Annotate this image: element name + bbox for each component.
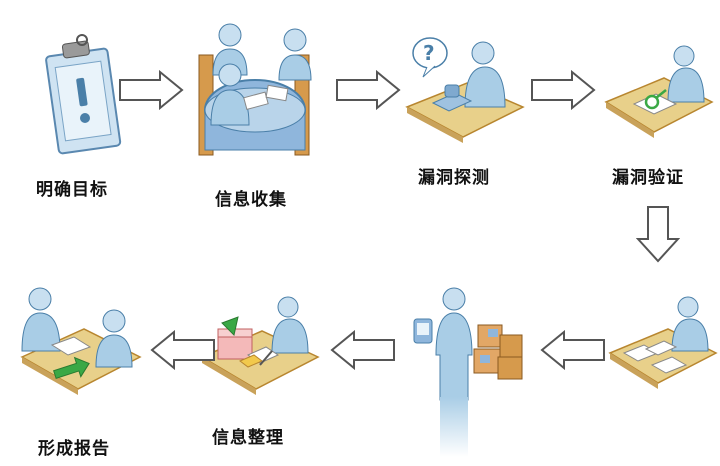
arrow-right-1: [118, 69, 184, 111]
arrow-left-3: [150, 329, 216, 371]
step-verify: [604, 42, 714, 142]
step-label-collect: 信息收集: [215, 190, 287, 210]
svg-text:?: ?: [423, 41, 435, 65]
person-boxes-icon: [413, 287, 523, 457]
arrow-right-3: [530, 69, 596, 111]
handover-document-icon: [20, 287, 142, 395]
arrow-right-2: [335, 69, 401, 111]
step-organize: [200, 295, 320, 395]
step-collect: [195, 15, 325, 165]
step-exploit: [408, 285, 528, 460]
arrow-left-1: [540, 329, 606, 371]
phone-question-icon: ?: [405, 37, 525, 143]
desk-documents-icon: [608, 296, 718, 389]
arrow-left-2: [330, 329, 396, 371]
step-label-organize: 信息整理: [212, 428, 284, 448]
step-label-report: 形成报告: [38, 439, 110, 459]
arrow-down: [635, 205, 681, 263]
desk-magnifier-icon: [604, 45, 714, 138]
step-label-detect: 漏洞探测: [418, 168, 490, 188]
desk-chart-icon: [200, 296, 320, 395]
step-detect: ?: [405, 35, 525, 145]
step-goal: [45, 30, 128, 155]
clipboard-exclamation-icon: [45, 34, 122, 155]
step-label-goal: 明确目标: [36, 180, 108, 200]
step-label-verify: 漏洞验证: [612, 168, 684, 188]
meeting-table-icon: [198, 23, 312, 156]
step-report: [18, 285, 143, 395]
step-analyze: [608, 295, 718, 390]
